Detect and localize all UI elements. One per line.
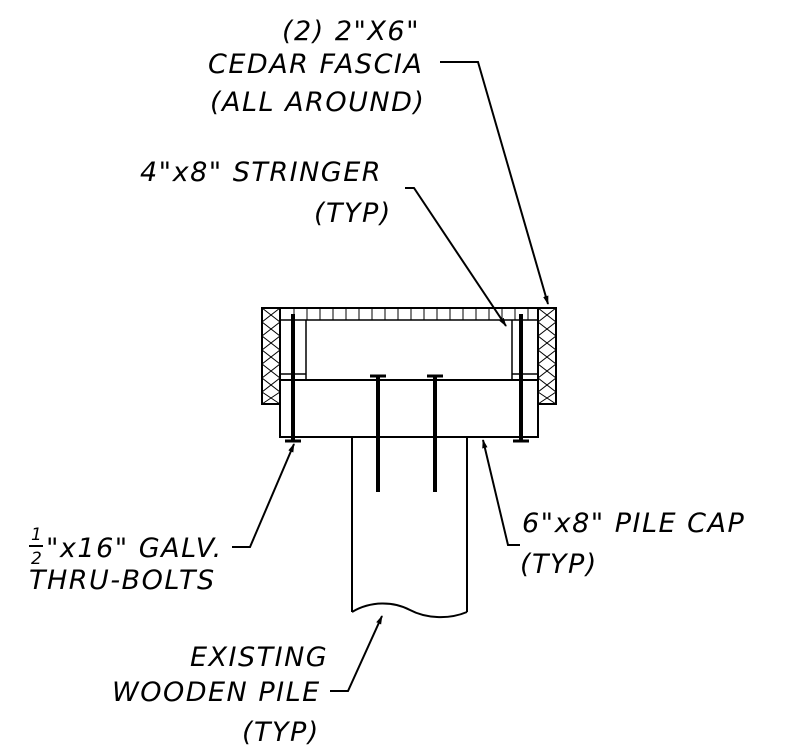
- stringer-label: 4"x8" STRINGER (TYP): [140, 157, 392, 229]
- left-cedar-fascia: [261, 307, 281, 405]
- wooden-pile: [351, 437, 468, 618]
- bolts-label-line-1: "x16" GALV.: [46, 533, 223, 564]
- fascia-label-line-1: (2) 2"X6": [282, 16, 420, 47]
- decking-boards: [293, 308, 529, 320]
- pile-label-line-1: EXISTING: [190, 642, 328, 673]
- stringer: [279, 307, 539, 380]
- right-cedar-fascia: [537, 307, 557, 405]
- pile-label-line-3: (TYP): [242, 717, 320, 748]
- thru-bolt-left: [285, 314, 301, 443]
- bolts-fraction-numerator: 1: [31, 525, 43, 545]
- bolts-label-line-2: THRU-BOLTS: [29, 565, 216, 596]
- pile-cap-label: 6"x8" PILE CAP (TYP): [520, 508, 745, 580]
- bolts-leader: [232, 443, 295, 548]
- pile-bolt-left: [370, 374, 386, 492]
- pile-cap: [279, 379, 539, 438]
- thru-bolt-right: [513, 314, 529, 443]
- pile-cap-leader: [482, 439, 520, 546]
- pile-leader: [330, 615, 383, 692]
- stringer-leader: [405, 187, 507, 327]
- stringer-label-line-1: 4"x8" STRINGER: [140, 157, 382, 188]
- pile-bolt-right: [427, 374, 443, 492]
- fascia-label-line-3: (ALL AROUND): [210, 87, 425, 118]
- bolts-label: 1 2 "x16" GALV. THRU-BOLTS: [29, 525, 223, 596]
- pile-cap-label-line-1: 6"x8" PILE CAP: [522, 508, 745, 539]
- fascia-label: (2) 2"X6" CEDAR FASCIA (ALL AROUND): [208, 16, 425, 118]
- pile-label-line-2: WOODEN PILE: [112, 677, 321, 708]
- fascia-leader: [440, 61, 549, 305]
- bolts-fraction-denominator: 2: [31, 549, 43, 569]
- stringer-label-line-2: (TYP): [314, 198, 392, 229]
- fascia-label-line-2: CEDAR FASCIA: [208, 49, 423, 80]
- pile-label: EXISTING WOODEN PILE (TYP): [112, 642, 328, 748]
- pile-cap-label-line-2: (TYP): [520, 549, 598, 580]
